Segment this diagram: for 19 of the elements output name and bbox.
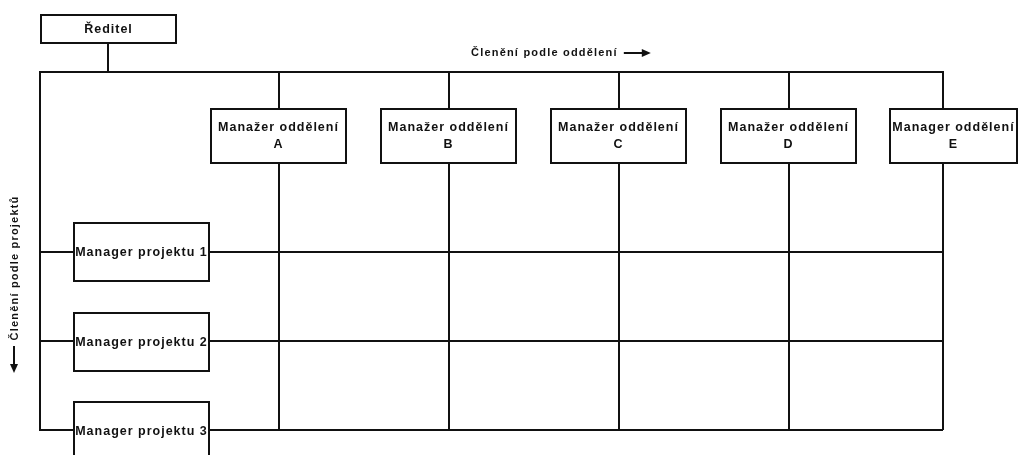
manager-box: Manažer oddělení A [210, 108, 347, 164]
axis-label: Členění podle projektů [8, 195, 20, 340]
manager-box: Manažer oddělení D [720, 108, 857, 164]
director-box: Ředitel [40, 14, 177, 44]
grid-line [209, 251, 944, 253]
grid-line [209, 429, 944, 431]
grid-line [448, 163, 450, 431]
axis-label: Členění podle oddělení [471, 46, 618, 58]
project-manager-box: Manager projektu 3 [73, 401, 210, 455]
grid-line [278, 163, 280, 431]
project-manager-box: Manager projektu 1 [73, 222, 210, 282]
grid-line [942, 163, 944, 431]
project-manager-box: Manager projektu 2 [73, 312, 210, 372]
grid-line [209, 340, 944, 342]
grid-line [788, 163, 790, 431]
manager-box: Manager oddělení E [889, 108, 1018, 164]
grid-line [618, 163, 620, 431]
manager-box: Manažer oddělení B [380, 108, 517, 164]
manager-box: Manažer oddělení C [550, 108, 687, 164]
